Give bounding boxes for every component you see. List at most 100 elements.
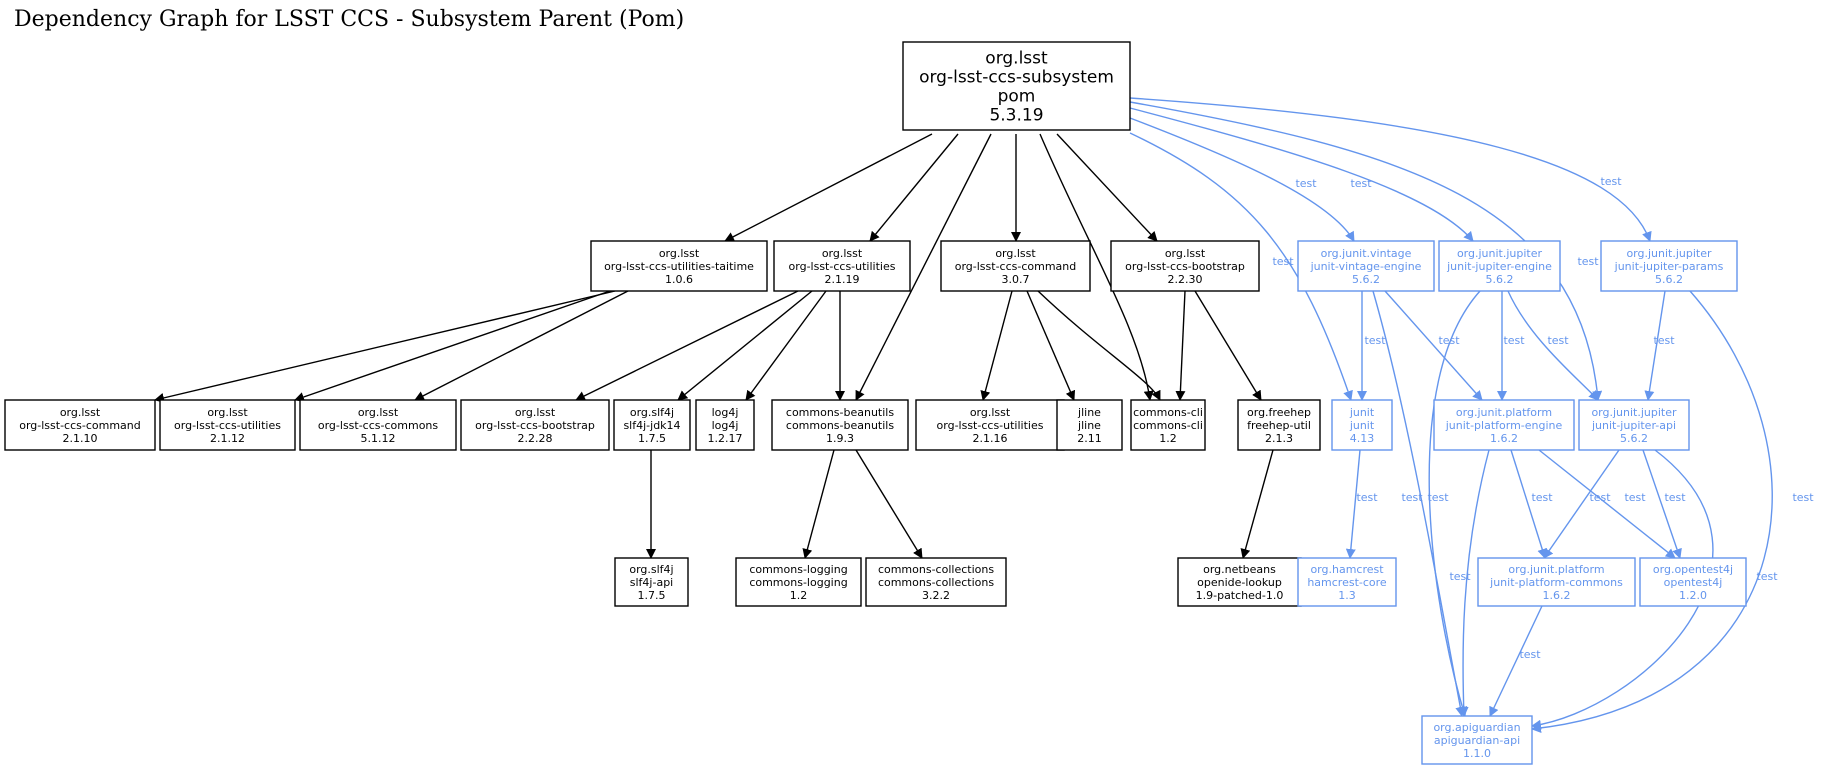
node-collections[interactable]: commons-collectionscommons-collections3.…	[865, 557, 1007, 607]
node-openide-line-0: org.netbeans	[1203, 563, 1276, 576]
edge-command307-to-utilities2116	[980, 290, 1013, 401]
node-apiguardian-line-1: apiguardian-api	[1434, 734, 1520, 747]
node-opentest4j-line-2: 1.2.0	[1679, 589, 1707, 602]
node-utilities2116-line-1: org-lsst-ccs-utilities	[937, 419, 1044, 432]
node-box-beanutils	[771, 399, 909, 451]
node-openide[interactable]: org.netbeansopenide-lookup1.9-patched-1.…	[1177, 557, 1302, 607]
edge-root-to-utilities219	[869, 133, 959, 242]
node-command2110-line-0: org.lsst	[60, 406, 101, 419]
node-jupparams-line-0: org.junit.jupiter	[1626, 247, 1712, 260]
node-root-line-3: 5.3.19	[989, 106, 1043, 126]
node-openide-line-2: 1.9-patched-1.0	[1196, 589, 1284, 602]
node-box-openide	[1177, 557, 1302, 607]
node-commons5112-line-2: 5.1.12	[361, 432, 396, 445]
node-root-line-1: org-lsst-ccs-subsystem	[919, 68, 1114, 88]
edge-label-root-to-jupengine: test	[1350, 177, 1372, 190]
edge-utilities219-to-bootstrap2228	[575, 290, 799, 401]
edge-beanutils-to-logging	[802, 449, 835, 559]
node-jline-line-2: 2.11	[1077, 432, 1102, 445]
node-slf4japi-line-2: 1.7.5	[638, 589, 666, 602]
node-logging-line-1: commons-logging	[749, 576, 847, 589]
node-box-opentest4j	[1639, 557, 1747, 607]
node-box-root	[902, 41, 1131, 131]
node-vintage[interactable]: org.junit.vintagejunit-vintage-engine5.6…	[1297, 240, 1435, 292]
node-hamcrest-line-2: 1.3	[1338, 589, 1356, 602]
edge-bootstrap2230-to-commonscli	[1175, 290, 1186, 401]
node-taitime-line-0: org.lsst	[659, 247, 700, 260]
node-root-line-0: org.lsst	[985, 49, 1048, 69]
node-logging-line-2: 1.2	[790, 589, 808, 602]
edge-label-jupapi-to-opentest4j: test	[1664, 491, 1686, 504]
node-beanutils-line-0: commons-beanutils	[786, 406, 894, 419]
node-slf4jjdk14-line-1: slf4j-jdk14	[623, 419, 680, 432]
node-box-collections	[865, 557, 1007, 607]
node-jupparams[interactable]: org.junit.jupiterjunit-jupiter-params5.6…	[1600, 240, 1738, 292]
node-collections-line-2: 3.2.2	[922, 589, 950, 602]
node-freehep-line-0: org.freehep	[1247, 406, 1311, 419]
edge-taitime-to-commons5112	[414, 290, 629, 401]
node-vintage-line-0: org.junit.vintage	[1321, 247, 1412, 260]
node-utilities219-line-2: 2.1.19	[825, 273, 860, 286]
node-collections-line-1: commons-collections	[878, 576, 994, 589]
node-bootstrap2228-line-1: org-lsst-ccs-bootstrap	[475, 419, 595, 432]
node-jupengine-line-1: junit-jupiter-engine	[1446, 260, 1552, 273]
node-platengine[interactable]: org.junit.platformjunit-platform-engine1…	[1433, 399, 1575, 451]
node-jupengine-line-2: 5.6.2	[1486, 273, 1514, 286]
node-jupapi-line-0: org.junit.jupiter	[1591, 406, 1677, 419]
node-box-utilities219	[773, 240, 911, 292]
node-box-slf4jjdk14	[613, 399, 691, 451]
node-commonscli-line-0: commons-cli	[1133, 406, 1203, 419]
node-box-jline	[1056, 399, 1123, 451]
node-box-vintage	[1297, 240, 1435, 292]
node-slf4jjdk14-line-2: 1.7.5	[638, 432, 666, 445]
node-box-slf4japi	[614, 557, 689, 607]
edge-root-to-commonscli	[1039, 133, 1154, 401]
node-log4j-line-1: log4j	[712, 419, 739, 432]
edge-label-jupengine-to-jupapi: test	[1547, 334, 1569, 347]
node-taitime[interactable]: org.lsstorg-lsst-ccs-utilities-taitime1.…	[590, 240, 768, 292]
node-opentest4j-line-0: org.opentest4j	[1653, 563, 1733, 576]
node-platcommons[interactable]: org.junit.platformjunit-platform-commons…	[1477, 557, 1636, 607]
node-jupengine[interactable]: org.junit.jupiterjunit-jupiter-engine5.6…	[1438, 240, 1561, 292]
node-box-command307	[940, 240, 1091, 292]
edge-root-to-junit	[1129, 132, 1353, 401]
node-bootstrap2230-line-0: org.lsst	[1165, 247, 1206, 260]
edge-label-platengine-to-opentest4j: test	[1624, 491, 1646, 504]
node-jupparams-line-2: 5.6.2	[1655, 273, 1683, 286]
node-freehep-line-1: freehep-util	[1247, 419, 1311, 432]
edge-label-root-to-jupapi: test	[1577, 255, 1599, 268]
edge-label-jupparams-to-apiguardian: test	[1792, 491, 1814, 504]
node-junit-line-0: junit	[1349, 406, 1375, 419]
node-command307-line-1: org-lsst-ccs-command	[955, 260, 1077, 273]
node-platcommons-line-0: org.junit.platform	[1508, 563, 1604, 576]
edge-label-jupparams-to-jupapi: test	[1653, 334, 1675, 347]
edge-command307-to-jline	[1026, 290, 1076, 401]
graph-title: Dependency Graph for LSST CCS - Subsyste…	[14, 7, 685, 32]
node-box-jupapi	[1578, 399, 1690, 451]
edge-root-to-taitime	[724, 133, 933, 242]
edge-label-root-to-junit: test	[1272, 255, 1294, 268]
